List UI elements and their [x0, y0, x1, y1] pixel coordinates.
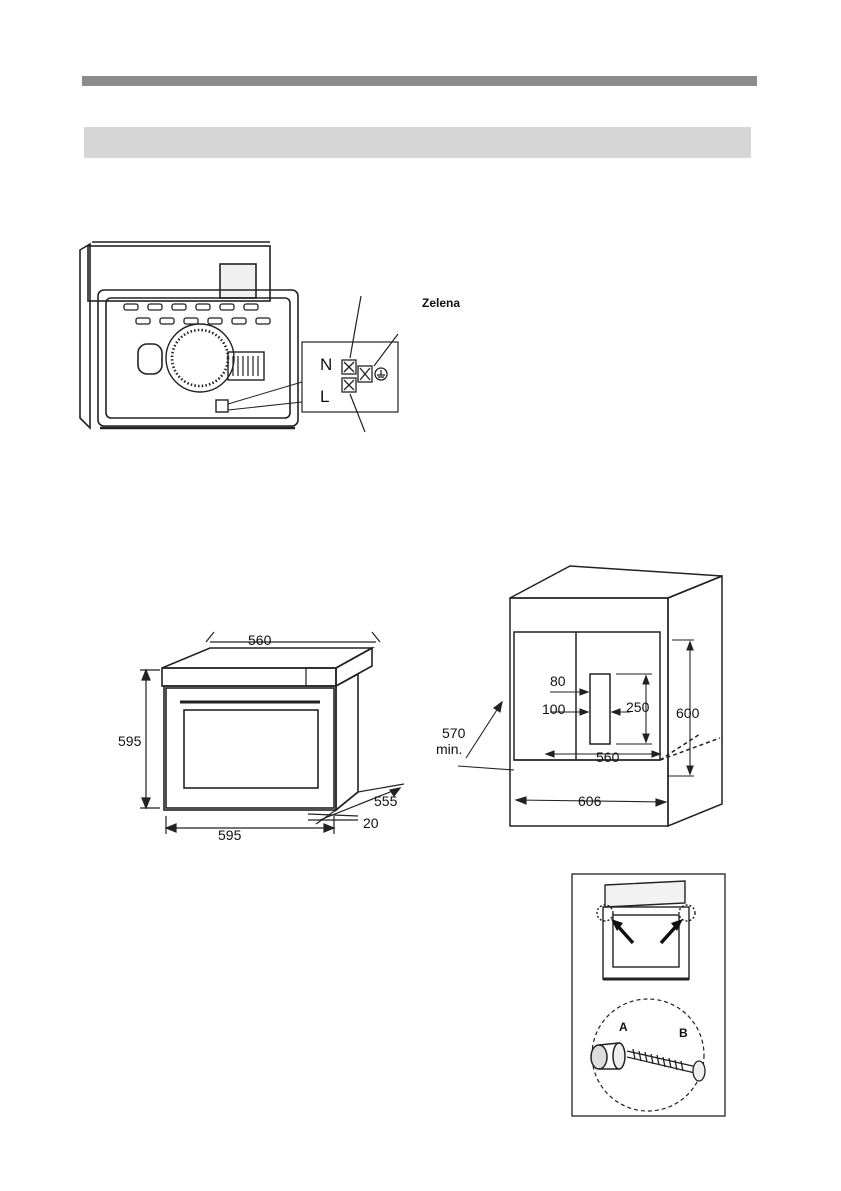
- dim-560-depth: 560: [248, 632, 272, 648]
- oven-dimensions-figure: 560 595 595 555 20: [120, 620, 420, 850]
- oven-rear-body: [80, 242, 298, 428]
- oven-back-wiring-figure: N L: [80, 238, 410, 438]
- dim-min-suffix: min.: [436, 741, 462, 757]
- dim-570-depth: 570: [442, 725, 466, 741]
- fan-grille: [166, 324, 234, 392]
- dim-595-height: 595: [118, 733, 142, 749]
- dim-600-height: 600: [676, 705, 700, 721]
- dim-80: 80: [550, 673, 566, 689]
- wire-color-label: Zelena: [422, 296, 474, 310]
- oven-body: [162, 648, 372, 810]
- dim-555-side: 555: [374, 793, 398, 809]
- part-b-label: B: [679, 1026, 688, 1040]
- terminal-n-label: N: [320, 355, 332, 374]
- dim-100: 100: [542, 701, 566, 717]
- dim-606-width: 606: [578, 793, 602, 809]
- dim-560-width: 560: [596, 749, 620, 765]
- vent-slots: [124, 304, 270, 324]
- dim-20-offset: 20: [363, 815, 379, 831]
- mounting-screws-figure: A B: [571, 873, 726, 1118]
- dim-250: 250: [626, 699, 650, 715]
- terminal-l-label: L: [320, 387, 329, 406]
- left-port: [138, 344, 162, 374]
- dimension-lines-oven: [140, 632, 404, 834]
- header-rule: [82, 76, 757, 86]
- niche-dimensions-figure: 80 100 250 600 570 min. 560 606: [430, 562, 730, 832]
- section-title-band: [84, 127, 751, 158]
- dim-595-width: 595: [218, 827, 242, 843]
- part-a-label: A: [619, 1020, 628, 1034]
- terminal-box-small: [216, 400, 228, 412]
